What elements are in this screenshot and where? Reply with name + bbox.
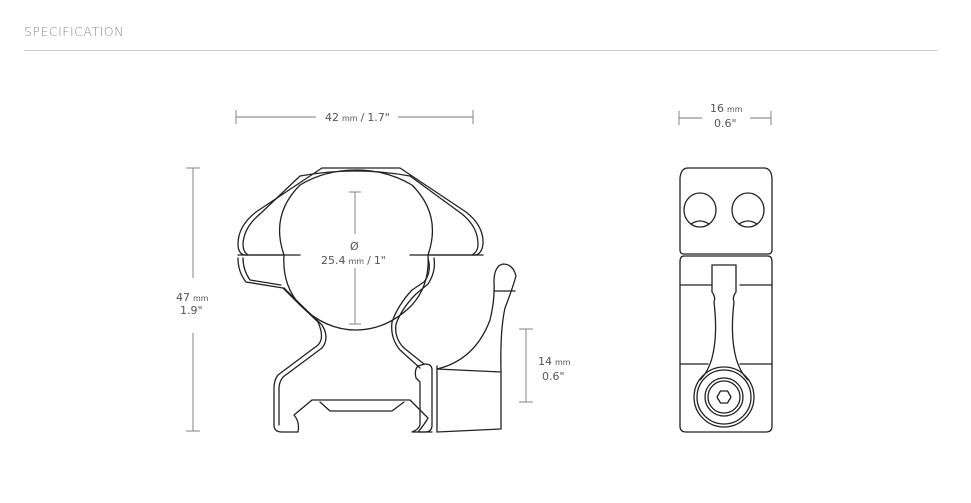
lever-label-imperial: 0.6" — [542, 370, 565, 383]
scope-ring-front-view — [237, 167, 517, 433]
front-height-label-imperial: 1.9" — [180, 304, 203, 317]
header-divider — [24, 50, 938, 51]
section-title: SPECIFICATION — [24, 24, 124, 39]
spec-header: SPECIFICATION — [24, 24, 938, 51]
diameter-symbol: Ø — [350, 240, 359, 253]
hex-socket-icon — [716, 390, 732, 404]
scope-ring-side-view — [679, 167, 773, 433]
side-width-label-imperial: 0.6" — [714, 117, 737, 130]
